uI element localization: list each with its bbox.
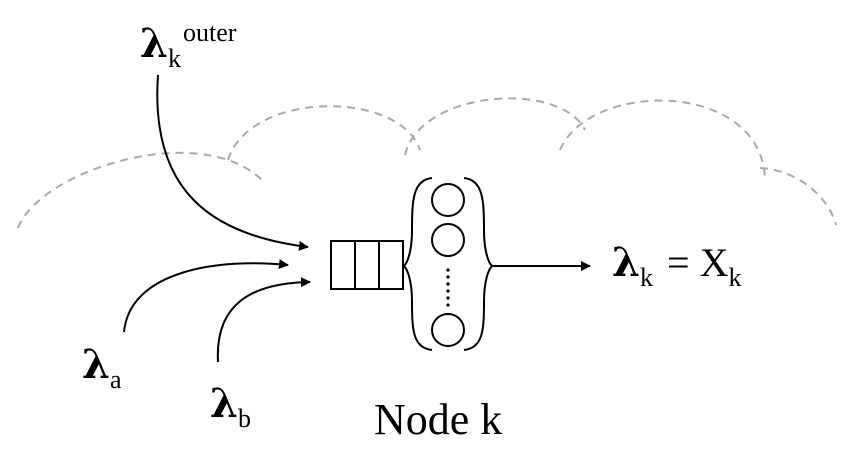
b-sub: b [238,404,252,433]
right-brace [463,177,494,351]
cloud-arc-3 [404,97,586,156]
queue-buffer [330,240,404,290]
arrival-a-label: λa [82,345,122,393]
arrival-a-arrow [123,259,289,333]
arrival-b-label: λb [210,384,251,432]
lambda-symbol: λ [140,20,169,67]
output-rhs-sub: k [728,263,742,292]
outer-arrival-arrow [156,74,309,251]
output-equals: = X [667,240,729,285]
server-circle-2 [431,223,465,257]
server-circle-3 [431,313,465,347]
server-ellipsis [446,268,450,307]
lambda-symbol: λ [210,380,239,427]
server-circle-1 [431,183,465,217]
output-sub: k [640,263,654,292]
a-sub: a [110,365,122,394]
node-label: Node k [374,395,503,444]
outer-sub: k [168,44,182,73]
network-cloud [17,97,837,229]
cloud-arc-2 [227,105,421,161]
arrival-b-arrow [216,277,311,363]
lambda-symbol: λ [82,341,111,388]
lambda-symbol: λ [612,239,641,286]
outer-arrival-label: λkouter [140,20,236,72]
cloud-arc-1 [17,151,263,229]
cloud-arc-4 [559,99,766,179]
cloud-arc-5 [759,167,837,226]
output-label: λk= Xk [612,240,742,291]
left-brace [402,177,433,351]
outer-sup: outer [183,18,237,47]
